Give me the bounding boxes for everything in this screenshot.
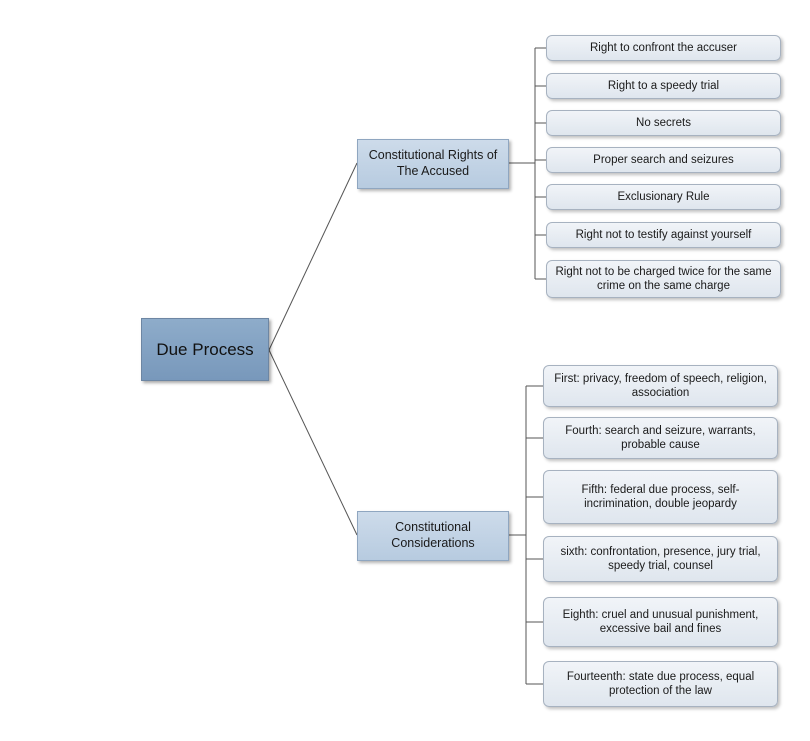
leaf-no-secrets: No secrets	[546, 110, 781, 136]
leaf-search-and-seizures: Proper search and seizures	[546, 147, 781, 173]
leaf-right-to-confront: Right to confront the accuser	[546, 35, 781, 61]
connector-root-branch-0	[268, 162, 358, 351]
root-node-due-process: Due Process	[141, 318, 269, 381]
leaf-fourth-amendment: Fourth: search and seizure, warrants, pr…	[543, 417, 778, 459]
leaf-fourteenth-amendment: Fourteenth: state due process, equal pro…	[543, 661, 778, 707]
leaf-sixth-amendment: sixth: confrontation, presence, jury tri…	[543, 536, 778, 582]
leaf-eighth-amendment: Eighth: cruel and unusual punishment, ex…	[543, 597, 778, 647]
leaf-double-jeopardy: Right not to be charged twice for the sa…	[546, 260, 781, 298]
branch-node-constitutional-considerations: Constitutional Considerations	[357, 511, 509, 561]
leaf-speedy-trial: Right to a speedy trial	[546, 73, 781, 99]
leaf-fifth-amendment: Fifth: federal due process, self-incrimi…	[543, 470, 778, 524]
branch-node-rights-of-accused: Constitutional Rights of The Accused	[357, 139, 509, 189]
leaf-not-testify: Right not to testify against yourself	[546, 222, 781, 248]
connector-root-branch-1	[268, 349, 358, 536]
leaf-first-amendment: First: privacy, freedom of speech, relig…	[543, 365, 778, 407]
leaf-exclusionary-rule: Exclusionary Rule	[546, 184, 781, 210]
